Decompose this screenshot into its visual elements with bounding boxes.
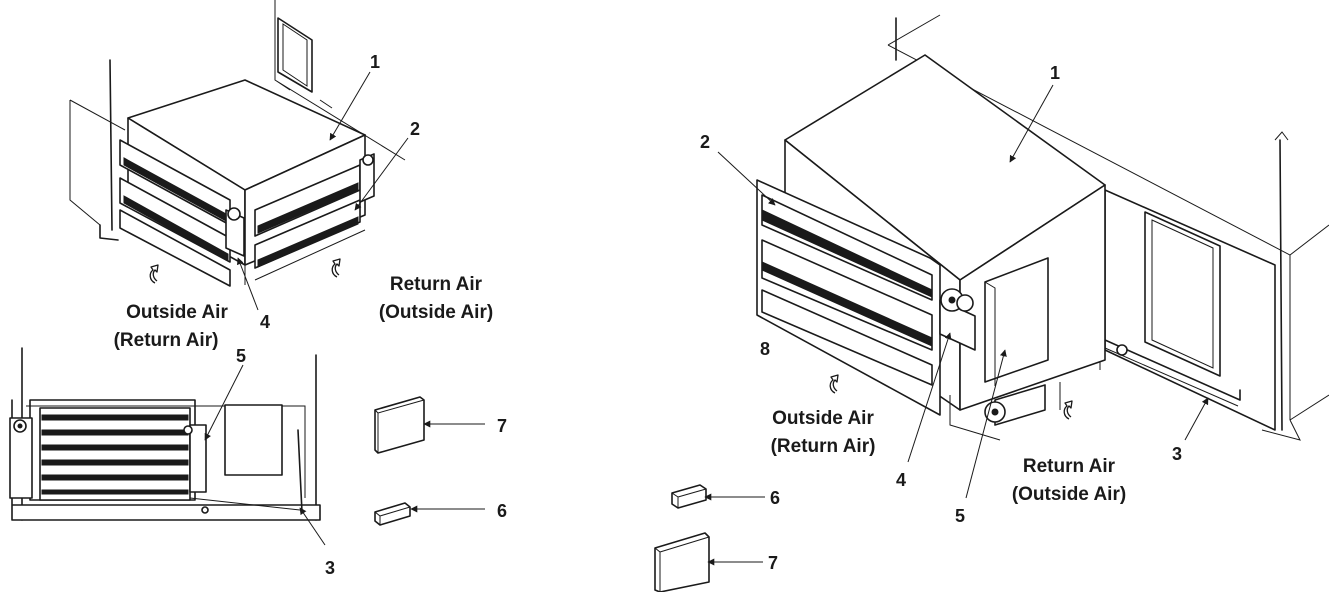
outside-air-flow-icon-right — [829, 374, 839, 394]
right-callout-8: 8 — [760, 339, 770, 359]
access-door — [224, 404, 283, 476]
actuator-left-front-view — [9, 417, 33, 499]
return-air-flow-icon-right — [1063, 400, 1073, 420]
left-callout-3: 3 — [325, 558, 335, 578]
outside-air-flow-icon — [149, 264, 159, 284]
right-callout-3: 3 — [1172, 444, 1182, 464]
part-7-right — [654, 532, 710, 592]
left-outside-air-label: Outside Air — [126, 302, 228, 323]
left-callout-7: 7 — [497, 416, 507, 436]
right-callout-2: 2 — [700, 132, 710, 152]
right-isometric-view — [756, 14, 1329, 441]
right-outside-air-label: Outside Air — [772, 408, 874, 429]
left-callout-1: 1 — [370, 52, 380, 72]
part-7-left — [374, 396, 425, 454]
left-callout-5: 5 — [236, 346, 246, 366]
right-return-air-alt-label: (Outside Air) — [1012, 484, 1126, 505]
right-outside-air-alt-label: (Return Air) — [771, 436, 876, 457]
right-callout-6: 6 — [770, 488, 780, 508]
left-return-air-label: Return Air — [390, 274, 483, 295]
right-callout-7: 7 — [768, 553, 778, 573]
left-callout-4: 4 — [260, 312, 270, 332]
front-view-damper-blades — [39, 407, 191, 501]
left-return-air-alt-label: (Outside Air) — [379, 302, 493, 323]
left-callout-2: 2 — [410, 119, 420, 139]
left-isometric-view — [69, 0, 406, 287]
right-callout-5: 5 — [955, 506, 965, 526]
front-damper-blades-right — [756, 179, 941, 416]
right-return-air-label: Return Air — [1023, 456, 1116, 477]
access-door-right — [1144, 211, 1221, 377]
left-callout-6: 6 — [497, 501, 507, 521]
left-outside-air-alt-label: (Return Air) — [114, 330, 219, 351]
side-damper-blades — [254, 164, 361, 269]
right-callout-1: 1 — [1050, 63, 1060, 83]
return-air-flow-icon — [331, 258, 341, 278]
right-callout-4: 4 — [896, 470, 906, 490]
left-front-view — [9, 347, 321, 521]
part-6-left — [374, 502, 411, 526]
